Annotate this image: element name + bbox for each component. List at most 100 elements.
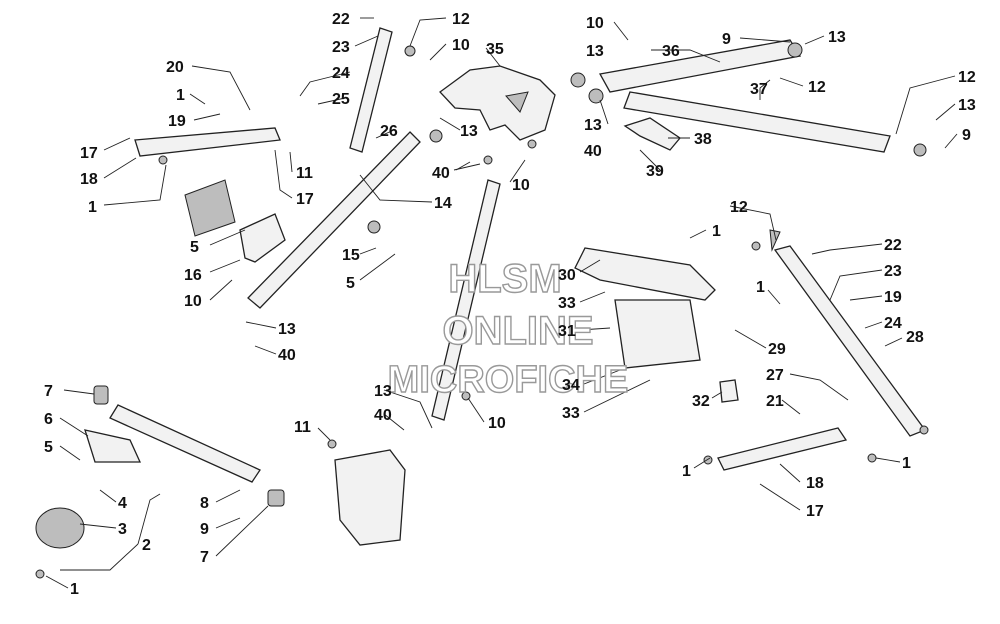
part-fastener (751, 241, 761, 251)
part-fastener (404, 45, 416, 57)
part-8-lower-beam (109, 404, 261, 483)
callout-17-left-b: 17 (296, 191, 314, 208)
part-fastener (867, 453, 877, 463)
callout-25: 25 (332, 91, 350, 108)
callout-5-b: 5 (346, 275, 355, 292)
callout-32: 32 (692, 393, 710, 410)
callout-10-mid: 10 (512, 177, 530, 194)
callout-24-top: 24 (332, 65, 350, 82)
callout-17-right: 17 (806, 503, 824, 520)
callout-10-left: 10 (184, 293, 202, 310)
part-35-center-bracket (439, 65, 556, 141)
callout-40-mid: 40 (432, 165, 450, 182)
callout-29: 29 (768, 341, 786, 358)
part-fastener (527, 139, 537, 149)
part-32-connector (719, 379, 739, 403)
callout-1-f: 1 (682, 463, 691, 480)
part-30-harness-frame (574, 247, 716, 301)
callout-9-low: 9 (200, 521, 209, 538)
part-fastener (919, 425, 929, 435)
callout-3: 3 (118, 521, 127, 538)
callout-9-right: 9 (962, 127, 971, 144)
callout-27: 27 (766, 367, 784, 384)
part-fastener (35, 569, 45, 579)
part-engine-block (334, 449, 406, 546)
part-14-diagonal-tube (247, 131, 421, 309)
callout-34: 34 (562, 377, 580, 394)
part-fastener (429, 129, 443, 143)
part-fastener (367, 220, 381, 234)
callout-40-top: 40 (584, 143, 602, 160)
callout-26: 26 (380, 123, 398, 140)
callout-36: 36 (662, 43, 680, 60)
callout-10-top-b: 10 (452, 37, 470, 54)
callout-35: 35 (486, 41, 504, 58)
callout-14: 14 (434, 195, 452, 212)
callout-18-left: 18 (80, 171, 98, 188)
callout-8: 8 (200, 495, 209, 512)
callout-13-top-b: 13 (828, 29, 846, 46)
part-37-lower-tube (623, 91, 891, 153)
part-36-upper-tube (598, 39, 802, 93)
part-18-right-bracket (717, 427, 848, 471)
arrow-marker (769, 229, 781, 252)
part-7-pad-top (93, 385, 109, 405)
part-23-top-bar (349, 27, 393, 153)
part-7-pad-low (267, 489, 285, 507)
callout-18-right: 18 (806, 475, 824, 492)
callout-24-right: 24 (884, 315, 902, 332)
callout-13-low: 13 (374, 383, 392, 400)
callout-1-b: 1 (88, 199, 97, 216)
leader-lines (45, 17, 958, 589)
part-18-left-bracket (134, 127, 281, 157)
part-grille-box (184, 179, 236, 237)
callout-11-left: 11 (296, 165, 313, 182)
callout-37: 37 (750, 81, 768, 98)
arrow-marker (505, 91, 529, 113)
callout-20: 20 (166, 59, 184, 76)
callout-5-c: 5 (44, 439, 53, 456)
callout-16: 16 (184, 267, 202, 284)
callout-40-low: 40 (374, 407, 392, 424)
callout-13-left: 13 (278, 321, 296, 338)
callout-12-mid: 12 (730, 199, 748, 216)
part-fastener (588, 88, 604, 104)
callout-12-right-a: 12 (808, 79, 826, 96)
part-fastener (787, 42, 803, 58)
callout-13-top-a: 13 (586, 43, 604, 60)
callout-10-low: 10 (488, 415, 506, 432)
callout-7-low: 7 (200, 549, 209, 566)
part-fastener (913, 143, 927, 157)
watermark-microfiche: MICROFICHE (388, 359, 629, 401)
part-3-motor (35, 507, 85, 549)
callout-33-a: 33 (558, 295, 576, 312)
callout-2: 2 (142, 537, 151, 554)
callout-30: 30 (558, 267, 576, 284)
callout-13-mid-a: 13 (460, 123, 478, 140)
callout-10-top-a: 10 (586, 15, 604, 32)
callout-13-mid-b: 13 (584, 117, 602, 134)
callout-1-a: 1 (176, 87, 185, 104)
callout-19-left: 19 (168, 113, 186, 130)
part-vertical-post (431, 179, 501, 421)
callout-39: 39 (646, 163, 664, 180)
callout-22-top: 22 (332, 11, 350, 28)
part-fastener (570, 72, 586, 88)
part-fastener (483, 155, 493, 165)
callout-33-b: 33 (562, 405, 580, 422)
callout-38: 38 (694, 131, 712, 148)
callout-22-right: 22 (884, 237, 902, 254)
callout-5-a: 5 (190, 239, 199, 256)
part-fastener (158, 155, 168, 165)
part-38-clip (623, 117, 681, 151)
watermark-hlsm: HLSM (448, 257, 561, 301)
callout-31: 31 (558, 323, 576, 340)
callout-40-left: 40 (278, 347, 296, 364)
callout-19-right: 19 (884, 289, 902, 306)
callout-1-d: 1 (756, 279, 765, 296)
part-16-plate (239, 213, 286, 263)
callout-12-top: 12 (452, 11, 470, 28)
callout-23-top: 23 (332, 39, 350, 56)
callout-28: 28 (906, 329, 924, 346)
